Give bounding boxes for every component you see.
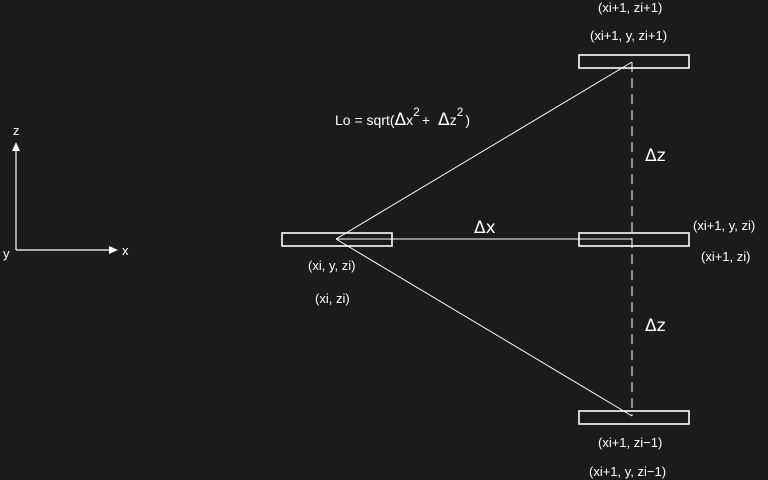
formula-exponent-z: 2	[456, 105, 464, 119]
formula-z: z	[449, 112, 457, 128]
delta-z-upper-label: Δz	[645, 146, 666, 166]
y-axis-label: y	[3, 246, 10, 261]
z-axis-label: z	[13, 123, 20, 138]
cell-rect-center	[281, 232, 393, 247]
z-axis-arrowhead	[12, 142, 20, 151]
diagonal-line-lower	[335, 238, 633, 417]
top-node-3d-label: (xi+1, y, zi+1)	[590, 28, 668, 43]
delta-z-lower-label: Δz	[645, 316, 666, 336]
formula-plus: +	[421, 112, 431, 128]
formula-exponent-x: 2	[413, 105, 420, 119]
cell-rect-top	[578, 54, 690, 69]
x-axis-arrowhead	[109, 246, 118, 254]
formula-close: )	[465, 112, 471, 128]
center-node-3d-label: (xi, y, zi)	[308, 258, 356, 273]
bottom-node-3d-label: (xi+1, y, zi−1)	[589, 464, 667, 479]
formula-delta-z: Δ	[438, 110, 450, 130]
cell-rect-bottom	[578, 410, 690, 425]
middle-node-2d-label: (xi+1, zi)	[701, 249, 751, 264]
delta-x-label: Δx	[474, 218, 496, 238]
connector-lines	[335, 61, 633, 417]
diagonal-line-upper	[335, 61, 633, 240]
formula-x: x	[406, 112, 414, 128]
middle-node-3d-label: (xi+1, y, zi)	[693, 218, 756, 233]
bottom-node-2d-label: (xi+1, zi−1)	[598, 435, 663, 450]
cell-rect-middle	[578, 232, 690, 247]
center-node-2d-label: (xi, zi)	[315, 291, 350, 306]
axis-indicator	[15, 148, 112, 251]
x-axis-label: x	[122, 243, 129, 258]
formula-delta-x: Δ	[394, 110, 407, 130]
formula-prefix: Lo = sqrt(	[335, 112, 395, 128]
top-node-2d-label: (xi+1, zi+1)	[598, 0, 663, 15]
length-formula: Lo = sqrt(Δx2+Δz2)	[335, 106, 471, 130]
